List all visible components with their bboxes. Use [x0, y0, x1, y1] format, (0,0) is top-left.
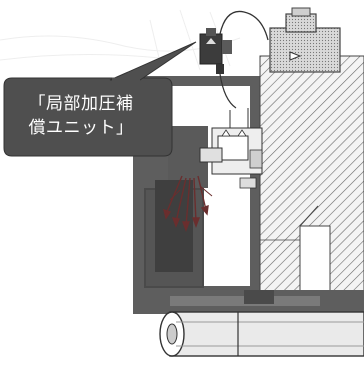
hydraulic-valve-icon — [199, 10, 269, 109]
compensation-unit — [199, 108, 263, 189]
pressure-arrow-icon — [163, 175, 213, 232]
callout-bubble — [3, 41, 197, 157]
hatched-die-icon — [259, 55, 364, 297]
callout-label: 「局部加圧補 償ユニット」 — [6, 92, 156, 140]
dotted-cylinder-icon — [269, 7, 341, 73]
callout-line-2: 償ユニット」 — [28, 118, 134, 138]
base-plate — [133, 290, 364, 314]
callout-line-1: 「局部加圧補 — [28, 94, 134, 114]
roller-icon — [159, 311, 364, 357]
